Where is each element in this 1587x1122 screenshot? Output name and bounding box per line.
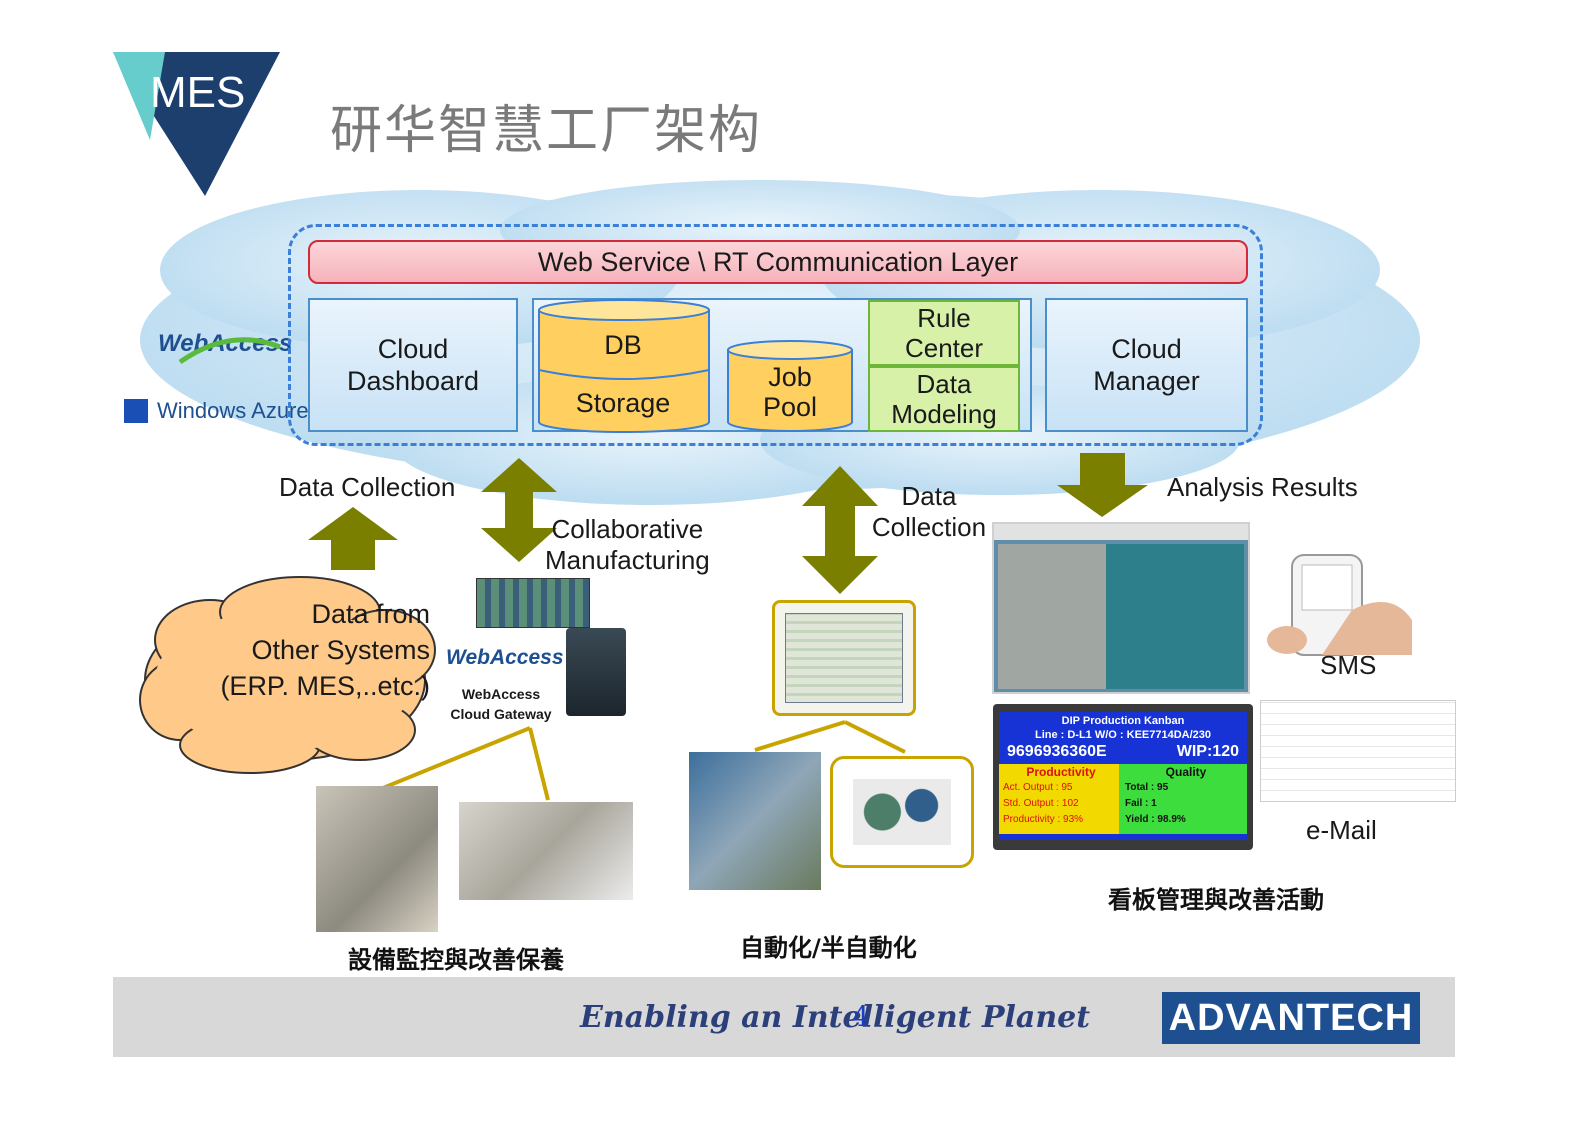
kanban-wip: WIP:120 — [1176, 743, 1239, 760]
automation-caption: 自動化/半自動化 — [740, 934, 917, 962]
monitoring-screenshot — [992, 522, 1250, 694]
io-module-image — [476, 578, 590, 628]
page-number: 4 — [852, 1000, 870, 1033]
rule-center-box: Rule Center — [868, 300, 1020, 366]
other-systems-line1: Data from — [311, 599, 430, 629]
kanban-productivity-panel: Productivity Act. Output : 95 Std. Outpu… — [999, 764, 1119, 834]
db-storage-cylinder — [538, 299, 710, 433]
mes-badge: MES — [150, 68, 246, 117]
rule-center-line1: Rule — [917, 303, 971, 333]
footer-tagline: Enabling an Intelligent Planet — [580, 1000, 1091, 1035]
productivity-title: Productivity — [1026, 765, 1096, 779]
kanban-line: Line : D-L1 W/O : KEE7714DA/230 — [1034, 729, 1212, 741]
data-collection-left-label: Data Collection — [279, 472, 456, 502]
other-systems-label: Data from Other Systems (ERP. MES,..etc.… — [180, 596, 430, 704]
kanban-quality-panel: Quality Total : 95 Fail : 1 Yield : 98.9… — [1119, 764, 1247, 834]
data-modeling-line2: Modeling — [891, 399, 997, 429]
other-systems-line3: (ERP. MES,..etc.) — [220, 671, 430, 701]
kanban-screen: DIP Production Kanban Line : D-L1 W/O : … — [999, 712, 1247, 840]
rule-center-line2: Center — [904, 333, 984, 363]
page-title: 研华智慧工厂架构 — [330, 101, 763, 161]
collaborative-manufacturing-label: Collaborative Manufacturing — [545, 514, 710, 576]
data-modeling-box: Data Modeling — [868, 366, 1020, 432]
job-pool-cylinder — [727, 340, 853, 432]
cloud-manager-box: Cloud Manager — [1045, 298, 1248, 432]
job-pool-line2: Pool — [762, 392, 818, 422]
cloud-dashboard-line1: Cloud — [377, 334, 449, 364]
kanban-caption: 看板管理與改善活動 — [1108, 886, 1324, 914]
windows-azure-label: Windows Azure — [157, 398, 309, 423]
cloud-platform-frame — [288, 224, 1263, 446]
phone-sms-image — [1267, 554, 1412, 656]
job-pool-line1: Job — [768, 362, 812, 392]
automation-software-screenshot — [772, 600, 916, 716]
cloud-dashboard-line2: Dashboard — [346, 366, 480, 396]
cloud-manager-line2: Manager — [1093, 366, 1200, 396]
double-arrow-data-collection-icon — [802, 466, 878, 594]
equipment-photo-1 — [316, 786, 438, 932]
quality-total: Total : 95 — [1125, 782, 1169, 793]
data-collection-mid-line2: Collection — [871, 512, 987, 542]
equipment-photo-2 — [459, 802, 633, 900]
collaborative-line2: Manufacturing — [545, 545, 710, 575]
productivity-actual: Act. Output : 95 — [1003, 782, 1073, 793]
analysis-results-label: Analysis Results — [1167, 472, 1358, 502]
gateway-caption-line2: Cloud Gateway — [450, 706, 552, 722]
mes-logo-triangle — [113, 52, 280, 196]
automation-hardware-image — [830, 756, 974, 868]
productivity-percent: Productivity : 93% — [1003, 814, 1084, 825]
windows-icon — [124, 399, 148, 423]
gateway-caption: WebAccess Cloud Gateway — [446, 684, 556, 724]
double-arrow-collaborative-icon — [481, 458, 557, 562]
email-label: e-Mail — [1306, 815, 1377, 845]
quality-title: Quality — [1165, 765, 1207, 779]
db-label: DB — [604, 330, 642, 360]
gateway-webaccess-logo: WebAccess — [446, 646, 564, 669]
kanban-title: DIP Production Kanban — [1061, 715, 1185, 727]
productivity-standard: Std. Output : 102 — [1003, 798, 1079, 809]
kanban-code: 9696936360E — [1007, 743, 1107, 760]
webaccess-swoosh-icon — [178, 337, 281, 365]
collaborative-line1: Collaborative — [551, 514, 704, 544]
quality-yield: Yield : 98.9% — [1125, 814, 1186, 825]
up-arrow-icon — [308, 507, 398, 570]
data-modeling-line1: Data — [916, 369, 972, 399]
gateway-caption-line1: WebAccess — [461, 686, 541, 702]
data-collection-mid-label: Data Collection — [864, 481, 994, 543]
storage-label: Storage — [575, 388, 671, 418]
equipment-caption: 設備監控與改善保養 — [348, 946, 564, 974]
gateway-device-image — [566, 628, 626, 716]
cloud-dashboard-box: Cloud Dashboard — [308, 298, 518, 432]
sms-label: SMS — [1320, 650, 1377, 680]
data-collection-mid-line1: Data — [901, 481, 957, 511]
worker-photo — [689, 752, 821, 890]
email-screenshot — [1260, 700, 1456, 802]
kanban-board: DIP Production Kanban Line : D-L1 W/O : … — [993, 704, 1253, 850]
cloud-manager-line1: Cloud — [1111, 334, 1182, 364]
down-arrow-icon — [1057, 453, 1148, 517]
communication-layer-bar: Web Service \ RT Communication Layer — [308, 240, 1248, 284]
quality-fail: Fail : 1 — [1125, 798, 1157, 809]
other-systems-line2: Other Systems — [251, 635, 430, 665]
advantech-logo: ADVANTECH — [1162, 992, 1420, 1044]
job-pool-label: Job Pool — [726, 362, 854, 422]
